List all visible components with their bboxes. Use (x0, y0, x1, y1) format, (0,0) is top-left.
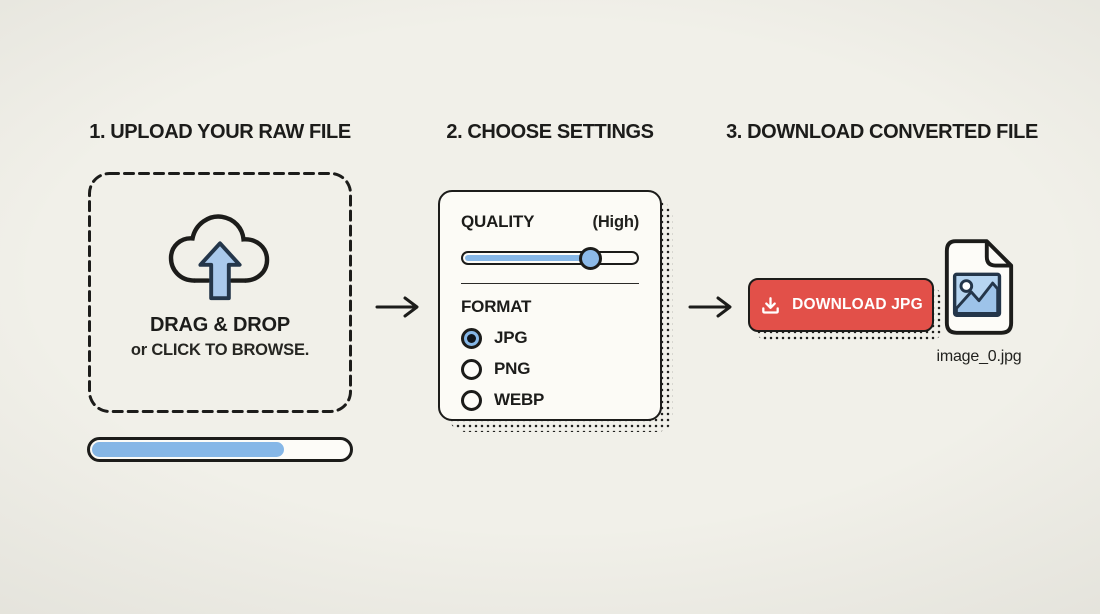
quality-value: (High) (592, 213, 640, 231)
converted-file-name: image_0.jpg (936, 348, 1022, 365)
radio-icon (461, 358, 482, 380)
arrow-right-icon (688, 296, 732, 318)
quality-slider-fill (465, 255, 593, 261)
download-icon (762, 296, 779, 314)
dashed-border (88, 172, 352, 413)
download-jpg-button[interactable]: DOWNLOAD JPG (748, 278, 934, 332)
quality-label: QUALITY (461, 212, 535, 231)
quality-slider[interactable] (461, 247, 639, 270)
format-option-png[interactable]: PNG (461, 357, 639, 381)
radio-icon (461, 327, 482, 349)
file-image-icon (944, 239, 1014, 335)
format-label: FORMAT (461, 297, 532, 316)
radio-icon (461, 389, 482, 411)
click-to-browse-label: or CLICK TO BROWSE. (130, 341, 310, 359)
quality-slider-thumb[interactable] (578, 247, 602, 270)
settings-panel: QUALITY (High) FORMAT JPG PNG WEBP (438, 190, 662, 421)
upload-dropzone[interactable]: DRAG & DROP or CLICK TO BROWSE. (88, 172, 352, 413)
drag-drop-label: DRAG & DROP (149, 314, 291, 336)
download-button-label: DOWNLOAD JPG (792, 296, 923, 313)
step-3-title: 3. DOWNLOAD CONVERTED FILE (726, 121, 1038, 143)
format-options: JPG PNG WEBP (461, 326, 639, 412)
step-1-title: 1. UPLOAD YOUR RAW FILE (89, 121, 351, 143)
format-option-jpg[interactable]: JPG (461, 326, 639, 350)
cloud-upload-icon (168, 214, 270, 301)
quality-slider-track[interactable] (461, 251, 639, 265)
arrow-right-icon (375, 296, 419, 318)
format-option-webp[interactable]: WEBP (461, 388, 639, 412)
divider (461, 283, 639, 284)
upload-progress-fill (92, 442, 285, 457)
step-2-title: 2. CHOOSE SETTINGS (446, 121, 654, 143)
upload-progress-bar (87, 437, 353, 462)
